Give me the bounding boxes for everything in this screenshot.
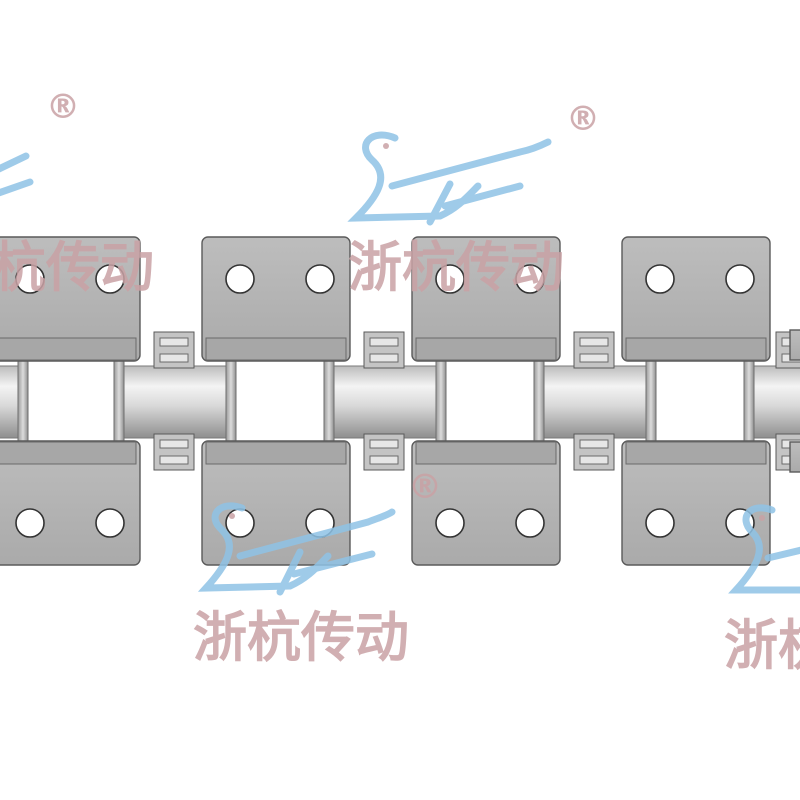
swan-logo-icon	[347, 131, 552, 226]
plate-bend	[0, 337, 137, 361]
plate-hole	[435, 264, 465, 294]
roller-flange	[225, 359, 237, 445]
pin-link	[573, 331, 615, 369]
plate-hole	[645, 264, 675, 294]
pin-link	[363, 331, 405, 369]
roller-flange	[323, 359, 335, 445]
plate-hole	[515, 264, 545, 294]
watermark: 浙杭传动	[724, 504, 800, 677]
registered-mark: ®	[46, 87, 80, 127]
pin-link	[573, 433, 615, 471]
plate-hole	[225, 264, 255, 294]
attachment-plate-edge	[789, 329, 800, 361]
swan-logo-icon	[197, 502, 396, 596]
pin-head	[159, 439, 189, 449]
plate-bend	[205, 337, 347, 361]
plate-bend	[0, 441, 137, 465]
attachment-plates	[0, 236, 800, 566]
pin-head	[369, 353, 399, 363]
plate-hole	[95, 508, 125, 538]
plate-hole	[305, 264, 335, 294]
roller-flange	[645, 359, 657, 445]
watermark-text: 浙杭传动	[193, 606, 409, 669]
pin-head	[159, 337, 189, 347]
watermark-text: 浙杭传动	[0, 236, 154, 299]
roller-flange	[743, 359, 755, 445]
watermark-text: 浙杭传动	[724, 614, 800, 677]
pin-head	[579, 455, 609, 465]
plate-bend	[625, 441, 767, 465]
watermark: 浙杭传动 ®	[347, 99, 600, 299]
roller-flange	[113, 359, 125, 445]
attachment-plate-edge	[789, 441, 800, 473]
pin-link	[363, 433, 405, 471]
registered-mark: ®	[408, 467, 442, 507]
watermark-layer: 浙杭传动 ® 浙杭传动 ®	[0, 87, 800, 677]
pin-link	[153, 331, 195, 369]
pin-head	[159, 455, 189, 465]
chain-pins	[153, 331, 800, 471]
plate-hole	[95, 264, 125, 294]
swan-logo-icon	[0, 152, 34, 197]
roller	[323, 365, 447, 439]
pin-head	[369, 455, 399, 465]
pin-head	[579, 439, 609, 449]
pin-link	[153, 433, 195, 471]
plate-hole	[15, 264, 45, 294]
pin-head	[159, 353, 189, 363]
swan-logo-icon	[728, 504, 800, 594]
plate-hole	[515, 508, 545, 538]
plate-hole	[435, 508, 465, 538]
registered-mark: ®	[566, 99, 600, 139]
plate-hole	[225, 508, 255, 538]
plate-hole	[645, 508, 675, 538]
plate-bend	[415, 441, 557, 465]
chain-rollers	[0, 359, 800, 445]
roller-flange	[533, 359, 545, 445]
roller	[533, 365, 657, 439]
plate-bend	[205, 441, 347, 465]
roller	[113, 365, 237, 439]
plate-hole	[15, 508, 45, 538]
pin-head	[579, 337, 609, 347]
watermark-text: 浙杭传动	[348, 236, 564, 299]
pin-head	[579, 353, 609, 363]
roller-flange	[17, 359, 29, 445]
plate-bend	[415, 337, 557, 361]
roller-flange	[435, 359, 447, 445]
watermark: 浙杭传动 ®	[193, 467, 442, 669]
plate-bend	[625, 337, 767, 361]
pin-head	[369, 337, 399, 347]
watermark: 浙杭传动 ®	[0, 87, 154, 299]
pin-head	[369, 439, 399, 449]
plate-hole	[725, 264, 755, 294]
